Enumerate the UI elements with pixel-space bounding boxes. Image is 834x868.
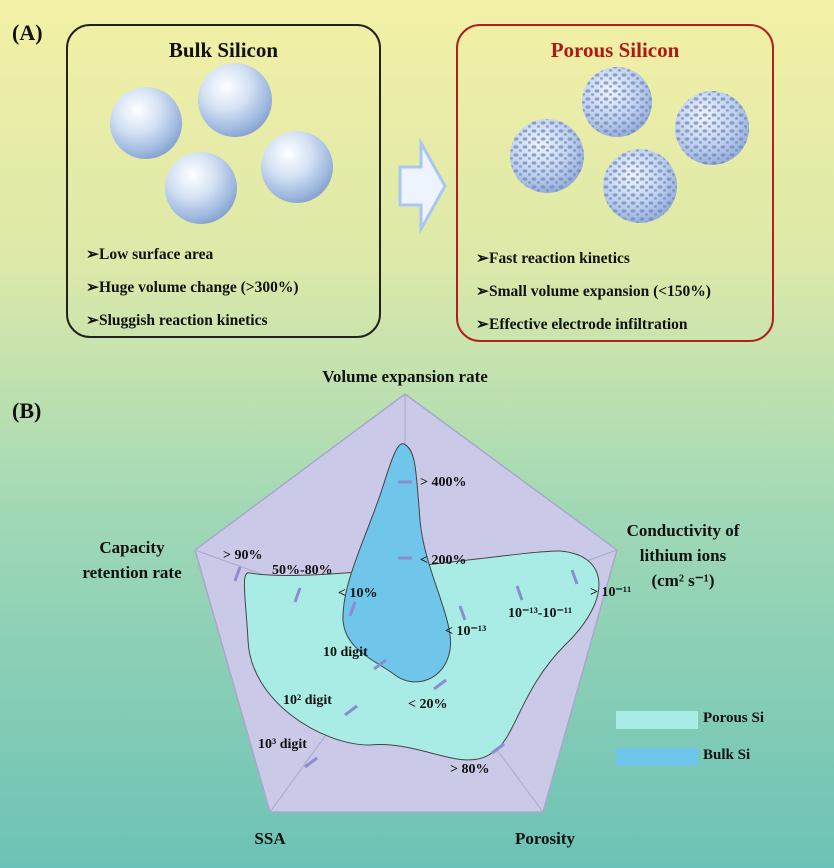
bulk-sphere — [198, 63, 272, 137]
axis-label-conductivity: Conductivity of lithium ions (cm² s⁻¹) — [626, 521, 740, 590]
bulk-silicon-title: Bulk Silicon — [168, 38, 279, 62]
axis-label-capacity: Capacity retention rate — [82, 538, 182, 582]
porous-bullet-item: ➢Fast reaction kinetics — [476, 250, 630, 267]
tick-ssa-1: 10 digit — [323, 645, 368, 660]
porous-sphere — [582, 67, 652, 137]
legend-bulk-label: Bulk Si — [703, 747, 751, 763]
porous-bullet-item: ➢Effective electrode infiltration — [476, 316, 688, 333]
tick-capacity-high: > 90% — [223, 548, 263, 563]
panel-b-label: (B) — [12, 398, 42, 423]
tick-porosity-low: < 20% — [408, 697, 448, 712]
bulk-bullet-item: ➢Huge volume change (>300%) — [86, 279, 299, 296]
axis-label-ssa: SSA — [254, 829, 286, 848]
bulk-bullet-item: ➢Low surface area — [86, 246, 214, 263]
axis-label-volume: Volume expansion rate — [322, 367, 488, 386]
legend-porous-label: Porous Si — [703, 710, 764, 726]
bulk-sphere — [261, 131, 333, 203]
tick-ssa-3: 10³ digit — [258, 737, 307, 752]
bulk-silicon-box: Bulk Silicon ➢Low surface area ➢Huge vol… — [66, 24, 381, 338]
bulk-si-area — [342, 443, 452, 683]
axis-label-porosity: Porosity — [514, 829, 576, 848]
tick-ssa-2: 10² digit — [283, 693, 332, 708]
bulk-bullet-item: ➢Sluggish reaction kinetics — [86, 312, 268, 329]
tick-capacity-mid: 50%-80% — [272, 563, 333, 578]
porous-bullet-item: ➢Small volume expansion (<150%) — [476, 283, 711, 300]
porous-silicon-box: Porous Silicon ➢Fast reaction kinetics ➢… — [456, 24, 774, 342]
porous-sphere — [510, 119, 584, 193]
tick-capacity-low: < 10% — [338, 586, 378, 601]
panel-a-label: (A) — [12, 20, 43, 45]
porous-sphere — [603, 149, 677, 223]
porous-silicon-title: Porous Silicon — [550, 38, 680, 62]
porous-sphere — [675, 91, 749, 165]
tick-volume-high: > 400% — [420, 475, 467, 490]
tick-porosity-high: > 80% — [450, 762, 490, 777]
porous-silicon-bullets: ➢Fast reaction kinetics ➢Small volume ex… — [476, 242, 711, 341]
legend-bulk-swatch — [616, 748, 698, 766]
tick-conductivity-low: < 10⁻¹³ — [445, 624, 487, 639]
bulk-sphere — [165, 152, 237, 224]
tick-marks — [233, 480, 579, 769]
tick-conductivity-mid: 10⁻¹³-10⁻¹¹ — [508, 606, 573, 621]
arrow-right-icon — [398, 137, 447, 235]
tick-volume-low: < 200% — [420, 553, 467, 568]
legend-porous-swatch — [616, 711, 698, 729]
bulk-silicon-bullets: ➢Low surface area ➢Huge volume change (>… — [86, 238, 299, 337]
bulk-sphere — [110, 87, 182, 159]
tick-conductivity-high: > 10⁻¹¹ — [590, 585, 632, 600]
